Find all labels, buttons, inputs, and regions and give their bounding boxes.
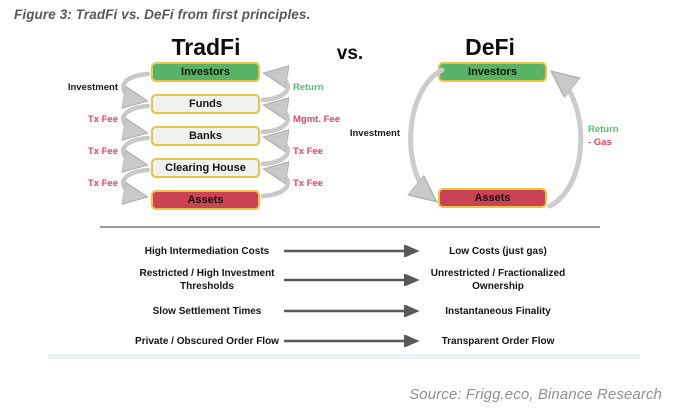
source-attribution: Source: Frigg.eco, Binance Research [409, 386, 662, 403]
defi-label-return: Return [588, 124, 619, 135]
comparison-arrow-3-icon [284, 305, 420, 317]
comparison-tradfi-4: Private / Obscured Order Flow [135, 336, 279, 347]
tradfi-box-assets: Assets [151, 190, 260, 210]
figure-bottom-edge [48, 354, 640, 359]
comparison-defi-4: Transparent Order Flow [441, 336, 555, 347]
tradfi-up-flow-arrows-icon [260, 60, 302, 199]
vs-label: vs. [336, 43, 364, 64]
tradfi-down-flow-arrows-icon [110, 71, 151, 216]
section-divider [100, 226, 600, 228]
figure-title: Figure 3: TradFi vs. DeFi from first pri… [14, 7, 311, 22]
tradfi-label-txfee-3: Tx Fee [87, 178, 118, 189]
defi-label-gas: - Gas [588, 137, 612, 148]
comparison-arrow-4-icon [284, 335, 420, 347]
tradfi-box-clearing-house: Clearing House [151, 158, 260, 178]
tradfi-label-txfee-4: Tx Fee [293, 146, 324, 157]
comparison-tradfi-3: Slow Settlement Times [152, 306, 262, 317]
tradfi-box-funds: Funds [151, 94, 260, 114]
defi-box-assets: Assets [438, 188, 547, 208]
tradfi-label-investment: Investment [67, 82, 118, 93]
tradfi-heading: TradFi [171, 34, 241, 60]
tradfi-box-investors: Investors [151, 62, 260, 82]
comparison-defi-2: Unrestricted / Fractionalized Ownership [430, 268, 566, 292]
tradfi-label-mgmt-fee: Mgmt. Fee [293, 114, 340, 125]
comparison-tradfi-2: Restricted / High Investment Thresholds [139, 268, 275, 292]
comparison-defi-3: Instantaneous Finality [445, 306, 551, 317]
tradfi-box-banks: Banks [151, 126, 260, 146]
tradfi-label-txfee-1: Tx Fee [87, 114, 118, 125]
comparison-arrow-1-icon [284, 245, 420, 257]
comparison-defi-1: Low Costs (just gas) [449, 246, 547, 257]
defi-box-investors: Investors [438, 62, 547, 82]
comparison-arrow-2-icon [284, 274, 420, 286]
defi-flow-arcs-icon [396, 67, 584, 209]
defi-heading: DeFi [465, 34, 515, 60]
comparison-tradfi-1: High Intermediation Costs [144, 246, 270, 257]
defi-label-investment: Investment [349, 128, 400, 139]
tradfi-label-txfee-2: Tx Fee [87, 146, 118, 157]
tradfi-label-return: Return [293, 82, 324, 93]
tradfi-label-txfee-5: Tx Fee [293, 178, 324, 189]
